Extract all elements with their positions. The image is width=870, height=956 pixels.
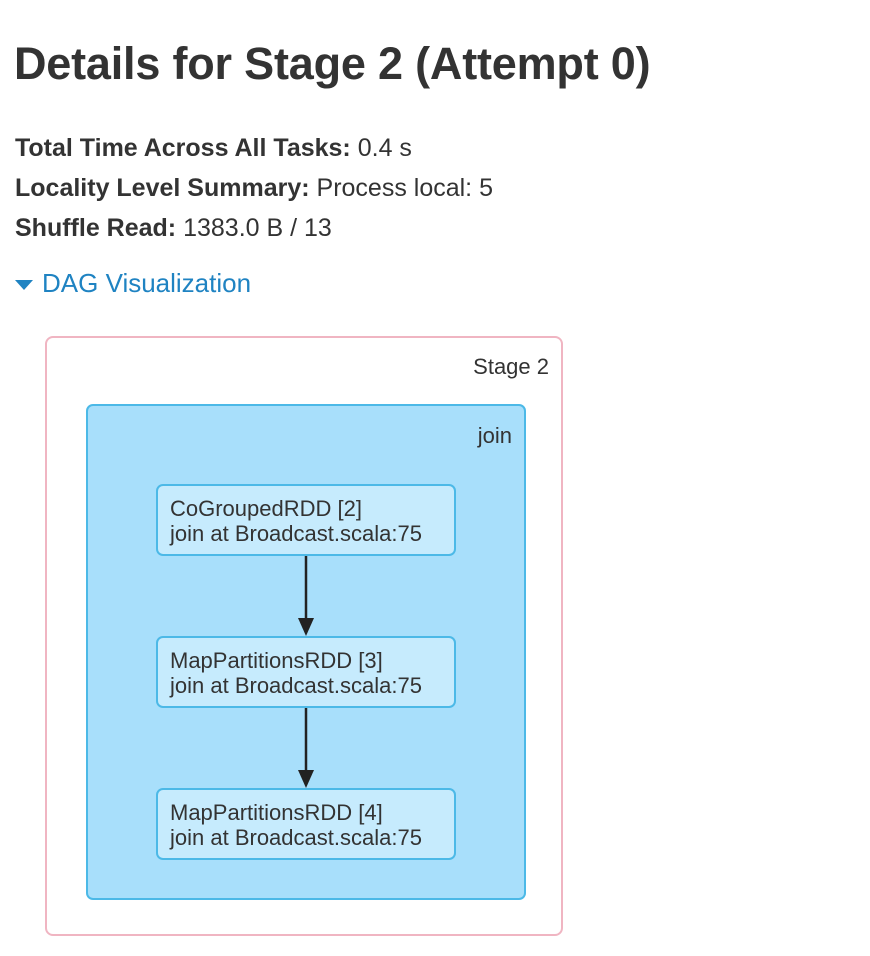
node-callsite: join at Broadcast.scala:75 (170, 825, 422, 850)
summary-value: Process local: 5 (316, 174, 493, 202)
stage-summary: Total Time Across All Tasks: 0.4 s Local… (15, 128, 493, 248)
node-callsite: join at Broadcast.scala:75 (170, 521, 422, 546)
summary-label: Total Time Across All Tasks: (15, 134, 351, 162)
summary-total-time: Total Time Across All Tasks: 0.4 s (15, 128, 493, 168)
dag-visualization-label: DAG Visualization (42, 268, 252, 298)
dag-node-mappartitionsrdd-4[interactable]: MapPartitionsRDD [4] join at Broadcast.s… (156, 788, 456, 860)
dag-edges (298, 556, 314, 788)
summary-value: 1383.0 B / 13 (183, 214, 332, 242)
dag-edge-1 (298, 556, 314, 636)
node-name: CoGroupedRDD [2] (170, 496, 362, 521)
page-title: Details for Stage 2 (Attempt 0) (14, 38, 651, 89)
summary-label: Locality Level Summary: (15, 174, 310, 202)
dag-edge-2 (298, 708, 314, 788)
summary-locality: Locality Level Summary: Process local: 5 (15, 168, 493, 208)
dag-visualization-toggle[interactable]: DAG Visualization (15, 268, 251, 299)
cluster-label: join (477, 423, 512, 448)
node-callsite: join at Broadcast.scala:75 (170, 673, 422, 698)
dag-stage-box: Stage 2 join CoGroupedRDD [2] join at Br… (45, 336, 563, 936)
summary-value: 0.4 s (357, 134, 412, 162)
summary-label: Shuffle Read: (15, 214, 177, 242)
node-name: MapPartitionsRDD [3] (170, 648, 383, 673)
summary-shuffle-read: Shuffle Read: 1383.0 B / 13 (15, 208, 493, 248)
stage-label: Stage 2 (473, 354, 549, 379)
triangle-down-icon (15, 279, 33, 290)
dag-node-cogroupedrdd[interactable]: CoGroupedRDD [2] join at Broadcast.scala… (156, 484, 456, 556)
dag-cluster-join[interactable]: join CoGroupedRDD [2] join at Broadcast.… (86, 404, 526, 900)
dag-node-mappartitionsrdd-3[interactable]: MapPartitionsRDD [3] join at Broadcast.s… (156, 636, 456, 708)
node-name: MapPartitionsRDD [4] (170, 800, 383, 825)
